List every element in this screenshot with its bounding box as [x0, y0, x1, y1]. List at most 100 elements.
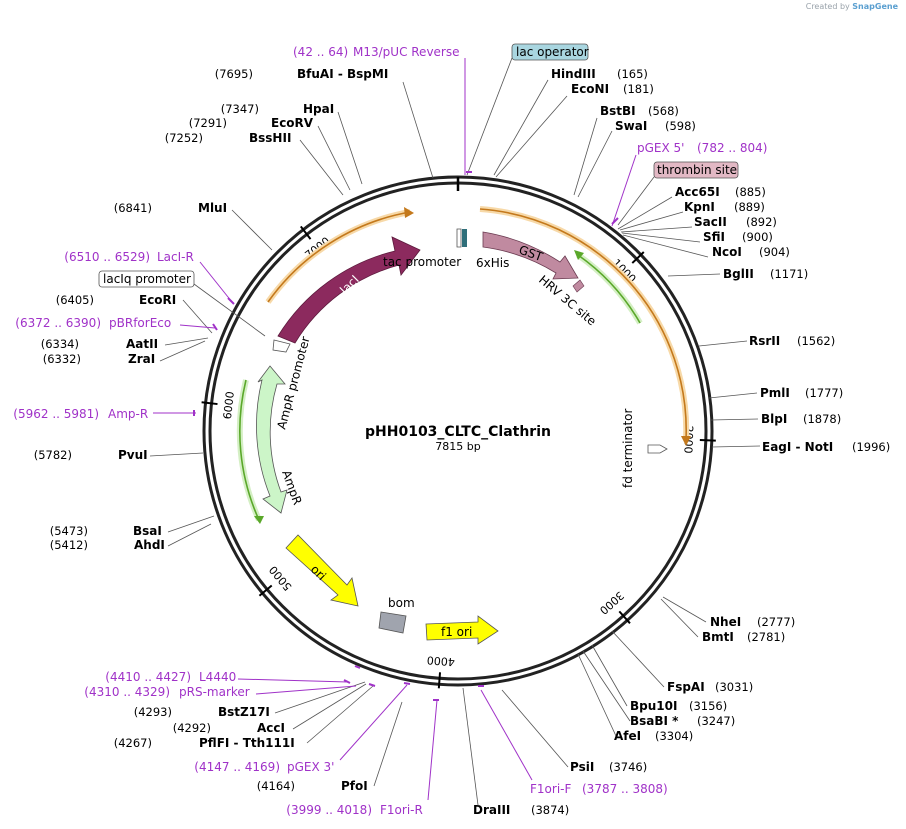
site-fspai-pos: (3031)	[715, 680, 753, 694]
site-bmti-name: BmtI	[702, 630, 734, 644]
site-zrai-name: ZraI	[128, 352, 155, 366]
site-eagi-pos: (1996)	[852, 440, 890, 454]
site-nhei-pos: (2777)	[757, 615, 795, 629]
site-acci-name: AccI	[257, 721, 285, 735]
tick-mark	[201, 401, 218, 406]
site-labels: (7695) BfuAI - BspMI (7347) HpaI (7291) EcoRV…	[13, 45, 890, 817]
fd-terminator-label: fd terminator	[621, 409, 635, 488]
site-bsai-name: BsaI	[133, 524, 162, 538]
site-bsshii-pos: (7252)	[165, 131, 203, 145]
site-pvui-pos: (5782)	[34, 448, 72, 462]
site-bfuai-pos: (7695)	[215, 67, 253, 81]
site-bmti-pos: (2781)	[747, 630, 785, 644]
site-hpai-name: HpaI	[303, 102, 334, 116]
primer-ampR-pos: (5962 .. 5981)	[13, 407, 99, 421]
thrombin-site-box	[653, 161, 739, 179]
tick-label: 5000	[267, 563, 295, 593]
site-pfoi-name: PfoI	[341, 779, 368, 793]
hrv3c-label: HRV 3C site	[536, 273, 599, 329]
bom-feature	[378, 611, 407, 634]
primer-ampR-name: Amp-R	[108, 407, 148, 421]
primer-m13-pos: (42 .. 64)	[293, 45, 348, 59]
site-bstbi-name: BstBI	[600, 104, 636, 118]
primer-m13-name: M13/pUC Reverse	[353, 45, 460, 59]
plasmid-size: 7815 bp	[435, 440, 480, 453]
lac-operator-box	[511, 43, 589, 61]
site-aatii-pos: (6334)	[41, 337, 79, 351]
primer-pgex3-pos: (4147 .. 4169)	[194, 760, 280, 774]
site-ahdi-pos: (5412)	[50, 538, 88, 552]
site-aatii-name: AatII	[126, 337, 158, 351]
site-draiii-name: DraIII	[473, 803, 510, 817]
site-bpu10i-pos: (3156)	[689, 699, 727, 713]
site-ncoi-name: NcoI	[712, 245, 742, 259]
site-mlui-name: MluI	[198, 201, 227, 215]
bom-label: bom	[388, 596, 415, 610]
site-bstbi-pos: (568)	[648, 104, 679, 118]
site-bglii-pos: (1171)	[770, 267, 808, 281]
tick-label: 6000	[221, 391, 237, 420]
primer-f1oriR-name: F1ori-R	[380, 803, 423, 817]
tac-promoter-feature	[456, 228, 462, 248]
site-swai-name: SwaI	[615, 119, 647, 133]
tac-promoter-label: tac promoter	[383, 255, 461, 269]
primer-pbrforeco-pos: (6372 .. 6390)	[15, 316, 101, 330]
site-ecorv-name: EcoRV	[271, 116, 314, 130]
primer-laciR-name: LacI-R	[157, 250, 194, 264]
orf-arc-left-green-head	[254, 516, 264, 524]
site-psii-name: PsiI	[570, 760, 594, 774]
tick-mark	[631, 251, 645, 264]
site-zrai-pos: (6332)	[43, 352, 81, 366]
brand-name: SnapGene	[852, 2, 898, 11]
site-pflfi-pos: (4267)	[114, 736, 152, 750]
site-pfoi-pos: (4164)	[257, 779, 295, 793]
snapgene-brand: Created by SnapGene	[806, 2, 898, 11]
site-sacii-name: SacII	[694, 215, 727, 229]
site-afei-pos: (3304)	[655, 729, 693, 743]
primer-f1oriF-pos: (3787 .. 3808)	[582, 782, 668, 796]
fd-terminator-feature	[647, 444, 668, 454]
hrv3c-feature	[572, 279, 585, 293]
primer-marks	[193, 171, 619, 701]
thrombin-site-leader	[617, 176, 655, 226]
site-swai-pos: (598)	[665, 119, 696, 133]
primer-l4440-pos: (4410 .. 4427)	[105, 670, 191, 684]
site-hpai-pos: (7347)	[221, 102, 259, 116]
primer-f1oriR-pos: (3999 .. 4018)	[286, 803, 372, 817]
site-ecorv-pos: (7291)	[189, 116, 227, 130]
site-kpni-pos: (889)	[734, 200, 765, 214]
lac-operator-label: lac operator	[516, 45, 589, 59]
leader-lines	[149, 58, 761, 806]
laciq-promoter-label: lacIq promoter	[103, 272, 191, 286]
gst-feature	[482, 231, 579, 280]
site-draiii-pos: (3874)	[531, 803, 569, 817]
site-sfii-name: SfiI	[703, 230, 725, 244]
site-econi-pos: (181)	[623, 82, 654, 96]
orf-arc-left-line	[267, 211, 411, 303]
brand-prefix: Created by	[805, 2, 850, 11]
site-econi-name: EcoNI	[571, 82, 609, 96]
primer-prsmarker-name: pRS-marker	[179, 685, 250, 699]
site-rsrii-pos: (1562)	[797, 334, 835, 348]
site-nhei-name: NheI	[710, 615, 741, 629]
his-tag-feature	[462, 229, 467, 247]
site-kpni-name: KpnI	[684, 200, 715, 214]
site-ahdi-name: AhdI	[134, 538, 165, 552]
tick-mark	[299, 225, 312, 240]
tick-mark	[699, 438, 716, 442]
primer-pgex5-pos: (782 .. 804)	[697, 141, 767, 155]
primer-pgex3-name: pGEX 3'	[287, 760, 334, 774]
site-psii-pos: (3746)	[609, 760, 647, 774]
primer-prsmarker-pos: (4310 .. 4329)	[84, 685, 170, 699]
laciq-promoter-leader	[193, 283, 266, 337]
site-hindiii-name: HindIII	[551, 67, 596, 81]
site-sacii-pos: (892)	[746, 215, 777, 229]
orf-arc-upper-line	[479, 208, 687, 441]
orf-arc-left-green-line	[239, 379, 260, 521]
tick-label: 3000	[597, 589, 627, 617]
site-bfuai-name: BfuAI - BspMI	[297, 67, 388, 81]
site-blpi-name: BlpI	[761, 412, 787, 426]
orf-arc-right-green-line	[577, 254, 641, 324]
tick-mark	[437, 672, 442, 689]
